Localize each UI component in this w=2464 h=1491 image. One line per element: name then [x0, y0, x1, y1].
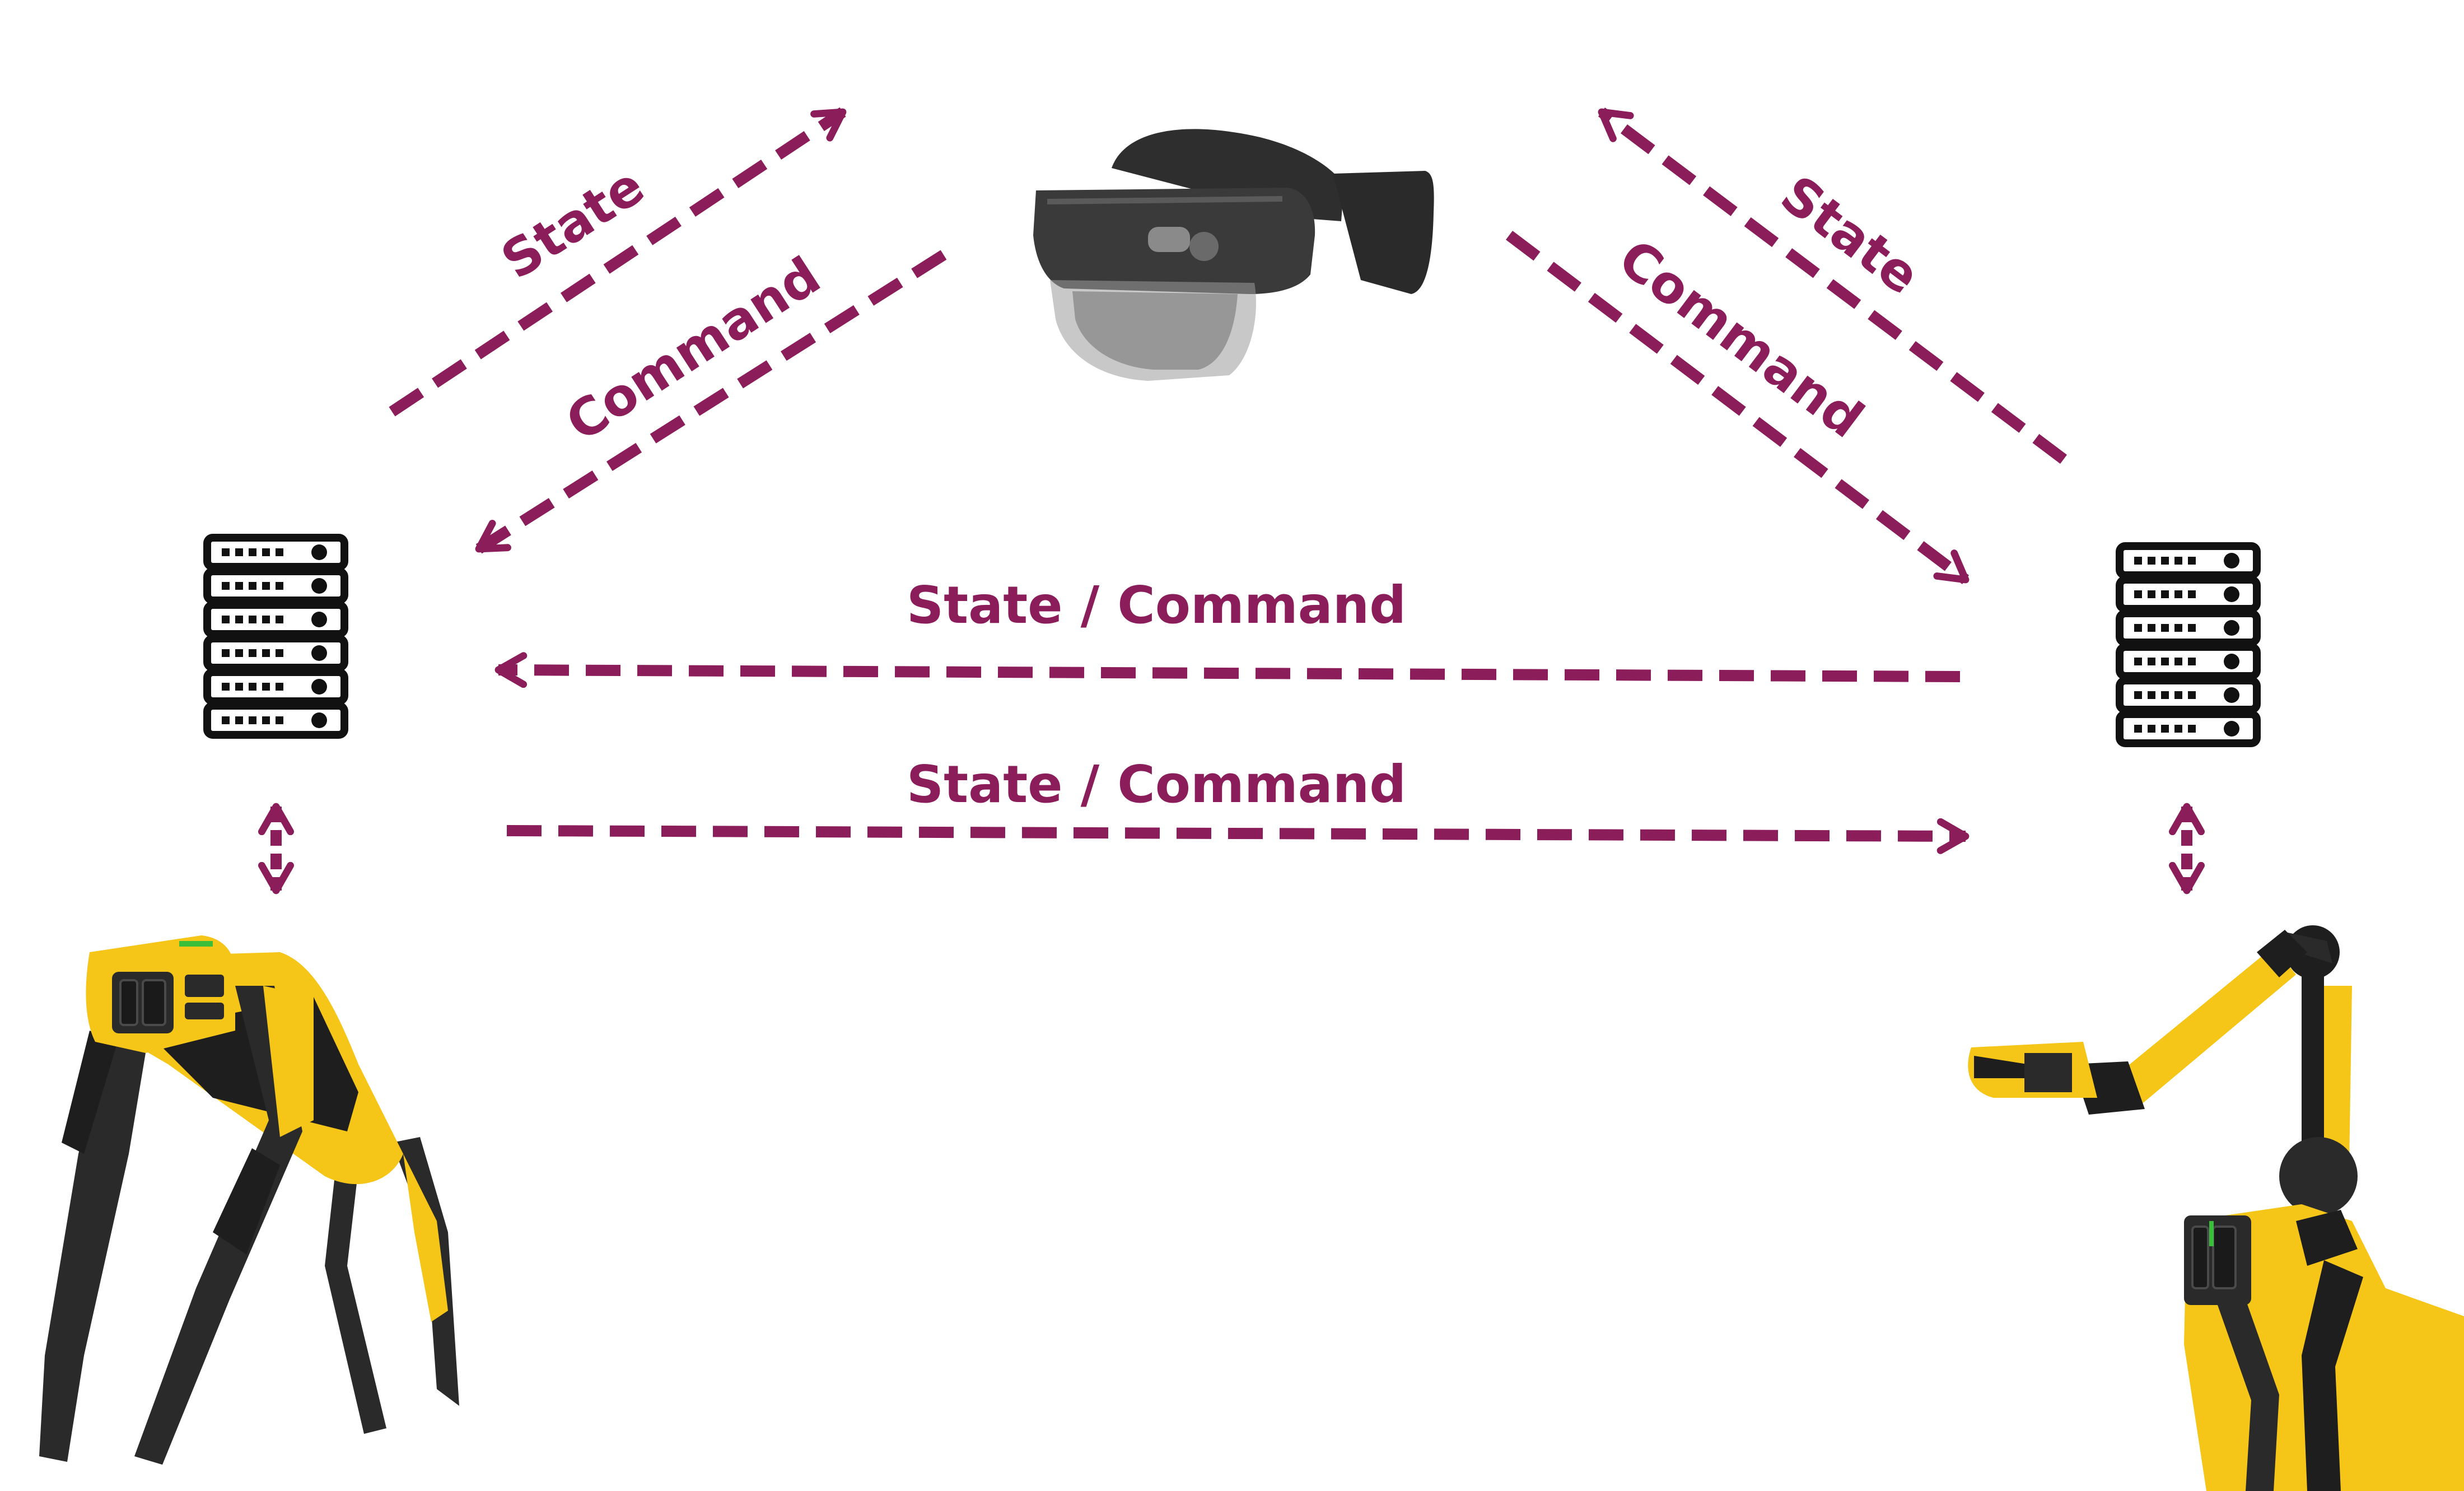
arrow-center-bottom: [506, 818, 1970, 854]
label-right-state: State: [1770, 164, 1930, 306]
arrow-center-top: [494, 652, 1961, 688]
arrow-left-state: [389, 107, 847, 417]
quadruped-robot-with-arm-icon: [1968, 925, 2464, 1491]
label-center-top: State / Command: [907, 575, 1406, 635]
arrow-right-command: [1505, 231, 1970, 584]
label-center-bottom: State / Command: [907, 754, 1406, 814]
quadruped-robot-icon: [39, 935, 459, 1465]
mixed-reality-headset-icon: [1033, 129, 1434, 381]
arrow-left-command: [475, 250, 947, 554]
arrow-right-state: [1598, 108, 2068, 464]
server-rack-icon: [2116, 542, 2261, 747]
label-left-state: State: [491, 156, 655, 291]
server-rack-icon: [203, 534, 348, 739]
